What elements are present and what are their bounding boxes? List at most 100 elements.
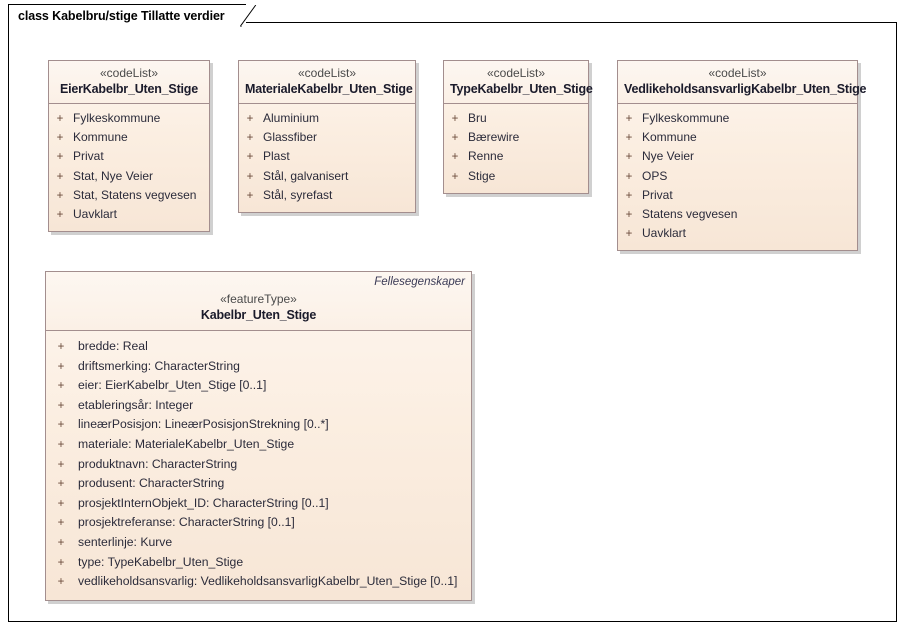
visibility-marker: +	[57, 399, 65, 412]
class-header: Fellesegenskaper «featureType» Kabelbr_U…	[46, 272, 471, 331]
attribute-label: Aluminium	[263, 111, 320, 125]
attribute-label: bredde: Real	[78, 339, 148, 353]
visibility-marker: +	[57, 419, 65, 432]
attribute-label: Uavklart	[642, 226, 687, 241]
attribute-label: type: TypeKabelbr_Uten_Stige	[78, 554, 244, 569]
class-attributes: + Bru + Bærewire + Renne + Stige	[444, 104, 588, 193]
attribute-label: Renne	[468, 149, 504, 164]
attribute-row: + Aluminium	[239, 109, 415, 128]
class-name: EierKabelbr_Uten_Stige	[59, 82, 198, 96]
class-stereotype: «codeList»	[99, 66, 159, 80]
attribute-label: prosjektreferanse: CharacterString [0..1…	[78, 515, 295, 530]
diagram-frame-tab: class Kabelbru/stige Tillatte verdier	[8, 4, 256, 27]
attribute-label: Bru	[468, 111, 487, 125]
visibility-marker: +	[625, 170, 633, 183]
attribute-label: etableringsår: Integer	[78, 397, 194, 412]
attribute-row: + OPS	[618, 167, 857, 186]
visibility-marker: +	[625, 189, 633, 202]
attribute-label: vedlikeholdsansvarlig: Vedlikeholdsansva…	[78, 574, 458, 589]
attribute-label: Stål, galvanisert	[263, 168, 349, 183]
attribute-label: Stige	[468, 168, 496, 183]
attribute-label: Fylkeskommune	[642, 111, 730, 125]
class-box-eier[interactable]: «codeList» EierKabelbr_Uten_Stige +Fylke…	[48, 60, 210, 233]
attribute-row: + produsent: CharacterString	[46, 474, 471, 494]
visibility-marker: +	[246, 132, 254, 145]
visibility-marker: +	[57, 536, 65, 549]
class-header: «codeList» MaterialeKabelbr_Uten_Stige	[239, 61, 415, 104]
visibility-marker: +	[57, 478, 65, 491]
visibility-marker: +	[56, 209, 64, 222]
attribute-label: Privat	[642, 187, 673, 202]
attribute-label: OPS	[642, 168, 668, 183]
attribute-row: + prosjektreferanse: CharacterString [0..…	[46, 513, 471, 533]
attribute-label: Privat	[73, 149, 104, 164]
attribute-row: + Kommune	[49, 128, 209, 147]
visibility-marker: +	[451, 151, 459, 164]
attribute-row: +materiale: MaterialeKabelbr_Uten_Stige	[46, 435, 471, 455]
visibility-marker: +	[451, 132, 459, 145]
diagram-frame-label: class Kabelbru/stige Tillatte verdier	[18, 8, 225, 23]
attribute-row: +produktnavn: CharacterString	[46, 455, 471, 475]
class-header: «codeList» EierKabelbr_Uten_Stige	[49, 61, 209, 104]
visibility-marker: +	[451, 170, 459, 183]
class-stereotype: «codeList»	[297, 66, 357, 80]
attribute-row: +bredde: Real	[46, 337, 471, 357]
attribute-row: + Stål, galvanisert	[239, 167, 415, 186]
visibility-marker: +	[246, 170, 254, 183]
visibility-marker: +	[246, 113, 254, 125]
attribute-row: + Bærewire	[444, 128, 588, 147]
class-box-kabelbr-uten-stige[interactable]: Fellesegenskaper «featureType» Kabelbr_U…	[45, 271, 472, 601]
attribute-label: Statens vegvesen	[642, 207, 738, 222]
class-attributes: +Fylkeskommune +Kommune +Privat +Stat, N…	[49, 104, 209, 231]
visibility-marker: +	[625, 132, 633, 145]
visibility-marker: +	[57, 517, 65, 530]
class-header: «codeList» TypeKabelbr_Uten_Stige	[444, 61, 593, 104]
attribute-row: +Stat, Nye Veier	[49, 167, 209, 186]
diagram-frame	[8, 22, 897, 622]
visibility-marker: +	[625, 228, 633, 241]
attribute-row: +Stål, syrefast	[239, 186, 415, 205]
visibility-marker: +	[56, 151, 64, 164]
attribute-row: + Statens vegvesen	[618, 205, 857, 224]
attribute-row: + vedlikeholdsansvarlig: Vedlikeholdsansv…	[46, 572, 471, 592]
attribute-row: + type: TypeKabelbr_Uten_Stige	[46, 553, 471, 573]
attribute-row: +driftsmerking: CharacterString	[46, 357, 471, 377]
attribute-label: Kommune	[73, 130, 128, 145]
attribute-row: +Fylkeskommune	[49, 109, 209, 128]
class-box-materiale[interactable]: «codeList» MaterialeKabelbr_Uten_Stige +…	[238, 60, 416, 214]
visibility-marker: +	[451, 113, 459, 125]
attribute-row: + Uavklart	[618, 224, 857, 243]
visibility-marker: +	[625, 113, 633, 125]
attribute-row: + Stat, Statens vegvesen	[49, 186, 209, 205]
visibility-marker: +	[57, 556, 65, 569]
class-stereotype: «featureType»	[220, 292, 297, 306]
class-name: MaterialeKabelbr_Uten_Stige	[245, 82, 413, 96]
attribute-label: Fylkeskommune	[73, 111, 161, 125]
attribute-row: + Fylkeskommune	[618, 109, 857, 128]
visibility-marker: +	[56, 132, 64, 145]
class-box-vedlikeholdsansvarlig[interactable]: «codeList» VedlikeholdsansvarligKabelbr_…	[617, 60, 867, 252]
visibility-marker: +	[625, 151, 633, 164]
class-name: VedlikeholdsansvarligKabelbr_Uten_Stige	[624, 82, 867, 96]
tab-diagonal-icon	[239, 5, 256, 27]
attribute-label: produsent: CharacterString	[78, 476, 225, 491]
attribute-row: +prosjektInternObjekt_ID: CharacterStrin…	[46, 494, 471, 514]
attribute-row: +Uavklart	[49, 205, 209, 224]
attribute-label: prosjektInternObjekt_ID: CharacterString…	[78, 495, 329, 510]
attribute-row: +Glassfiber	[239, 128, 415, 147]
attribute-label: Stat, Statens vegvesen	[73, 187, 197, 202]
visibility-marker: +	[56, 189, 64, 202]
attribute-row: +Kommune	[618, 128, 857, 147]
class-stereotype: «codeList»	[708, 66, 767, 80]
attribute-row: +eier: EierKabelbr_Uten_Stige [0..1]	[46, 376, 471, 396]
visibility-marker: +	[625, 209, 633, 222]
visibility-marker: +	[57, 576, 65, 589]
attribute-row: + Privat	[49, 147, 209, 166]
attribute-label: eier: EierKabelbr_Uten_Stige [0..1]	[78, 378, 267, 393]
class-box-type[interactable]: «codeList» TypeKabelbr_Uten_Stige + Bru +…	[443, 60, 593, 194]
attribute-label: Bærewire	[468, 130, 520, 145]
attribute-row: +Nye Veier	[618, 147, 857, 166]
attribute-row: + etableringsår: Integer	[46, 396, 471, 416]
class-attributes: +Aluminium +Glassfiber +Plast +Stål, gal…	[239, 104, 415, 212]
